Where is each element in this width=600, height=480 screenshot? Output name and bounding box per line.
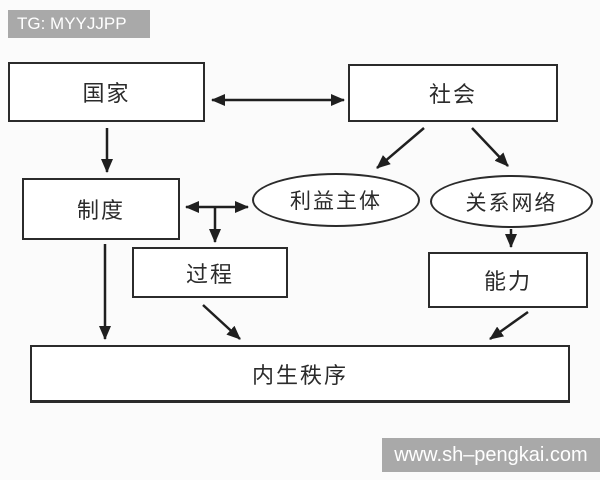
arrow-society-interest	[376, 127, 425, 169]
node-process-label: 过程	[185, 261, 234, 287]
watermark-top: TG: MYYJJPP	[8, 10, 150, 38]
watermark-bottom-text: www.sh–pengkai.com	[394, 443, 588, 466]
node-state: 国家	[8, 62, 205, 122]
node-capability-label: 能力	[483, 269, 532, 294]
arrow-capability-order	[489, 310, 529, 341]
node-interest-subject: 利益主体	[252, 173, 420, 227]
node-state-label: 国家	[82, 81, 131, 106]
node-relation-network-label: 关系网络	[465, 190, 558, 215]
node-relation-network: 关系网络	[430, 175, 593, 228]
node-capability: 能力	[428, 252, 588, 308]
node-interest-subject-label: 利益主体	[290, 189, 382, 213]
arrow-process-order	[202, 304, 241, 340]
watermark-top-text: TG: MYYJJPP	[17, 14, 127, 33]
node-society: 社会	[348, 64, 558, 122]
arrow-society-network	[471, 127, 509, 167]
node-institution: 制度	[22, 178, 180, 240]
node-process: 过程	[132, 247, 288, 298]
node-endogenous-order: 内生秩序	[30, 345, 570, 403]
node-endogenous-order-label: 内生秩序	[251, 362, 348, 388]
node-society-label: 社会	[428, 82, 477, 107]
watermark-bottom: www.sh–pengkai.com	[382, 438, 600, 472]
node-institution-label: 制度	[76, 198, 125, 223]
